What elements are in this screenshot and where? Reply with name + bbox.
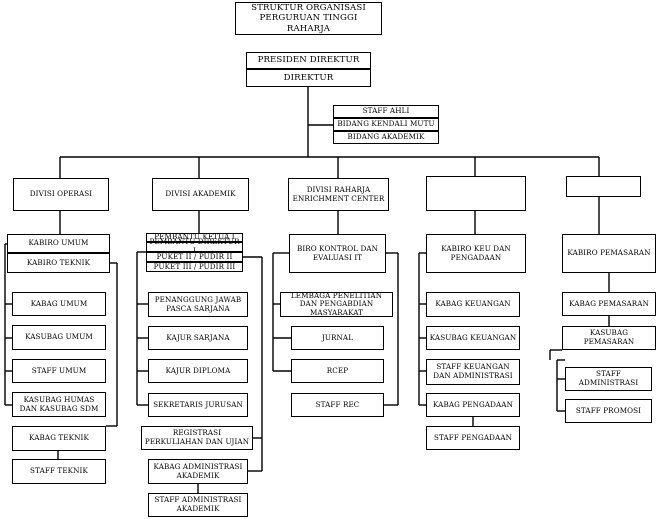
division-header-operasi: DIVISI OPERASI xyxy=(13,178,109,211)
box-kasubag-humas-sdm: KASUBAG HUMAS DAN KASUBAG SDM xyxy=(12,392,106,417)
title-line-1: STRUKTUR ORGANISASI xyxy=(251,3,366,14)
box-bidang-kendali-mutu: BIDANG KENDALI MUTU xyxy=(333,118,439,131)
box-puket-2: PUKET II / PUDIR II xyxy=(146,252,243,262)
box-pembantu-ketua-1: PEMBANTU KETUA I xyxy=(146,233,243,242)
box-staff-promosi: STAFF PROMOSI xyxy=(565,399,652,423)
box-kasubag-umum: KASUBAG UMUM xyxy=(12,325,106,350)
box-kabiro-keu-pengadaan: KABIRO KEU DAN PENGADAAN xyxy=(426,234,526,273)
box-kasubag-keuangan: KASUBAG KEUANGAN xyxy=(426,326,520,350)
box-kabag-pengadaan: KABAG PENGADAAN xyxy=(426,393,520,417)
box-sekretaris-jurusan: SEKRETARIS JURUSAN xyxy=(148,393,248,417)
box-kabiro-teknik: KABIRO TEKNIK xyxy=(7,253,110,273)
box-staff-rec: STAFF REC xyxy=(291,393,384,417)
box-lembaga-penelitian: LEMBAGA PENELITIAN DAN PENGABDIAN MASYAR… xyxy=(280,291,393,317)
box-kabiro-pemasaran: KABIRO PEMASARAN xyxy=(562,234,656,273)
box-staff-administrasi: STAFF ADMINISTRASI xyxy=(565,367,652,391)
box-staff-ahli: STAFF AHLI xyxy=(333,105,439,118)
box-direktur: DIREKTUR xyxy=(246,69,371,87)
box-kajur-sarjana: KAJUR SARJANA xyxy=(148,326,248,350)
box-staff-keuangan-administrasi: STAFF KEUANGAN DAN ADMINISTRASI xyxy=(426,359,520,385)
division-header-keuangan xyxy=(426,176,526,211)
box-staff-pengadaan: STAFF PENGADAAN xyxy=(426,426,520,450)
box-kabag-pemasaran: KABAG PEMASARAN xyxy=(562,292,656,316)
box-kabag-administrasi-akademik: KABAG ADMINISTRASI AKADEMIK xyxy=(148,459,248,484)
box-kabiro-umum: KABIRO UMUM xyxy=(7,234,110,253)
box-jurnal: JURNAL xyxy=(291,326,384,350)
box-registrasi-perkuliahan: REGISTRASI PERKULIAHAN DAN UJIAN xyxy=(141,426,253,450)
chart-title: STRUKTUR ORGANISASI PERGURUAN TINGGI RAH… xyxy=(235,2,382,35)
box-staff-administrasi-akademik: STAFF ADMINISTRASI AKADEMIK xyxy=(148,493,248,517)
box-staff-teknik: STAFF TEKNIK xyxy=(12,459,106,484)
title-line-2: PERGURUAN TINGGI RAHARJA xyxy=(259,13,358,34)
box-bidang-akademik: BIDANG AKADEMIK xyxy=(333,131,439,144)
box-rcep: RCEP xyxy=(291,359,384,383)
box-kabag-umum: KABAG UMUM xyxy=(12,292,106,316)
division-header-rec: DIVISI RAHARJA ENRICHMENT CENTER xyxy=(288,178,389,211)
division-header-akademik: DIVISI AKADEMIK xyxy=(152,178,249,211)
box-staff-umum: STAFF UMUM xyxy=(12,359,106,383)
box-kajur-diploma: KAJUR DIPLOMA xyxy=(148,359,248,383)
box-kabag-keuangan: KABAG KEUANGAN xyxy=(426,292,520,317)
box-puket-3: PUKET III / PUDIR III xyxy=(146,262,243,272)
box-kabag-teknik: KABAG TEKNIK xyxy=(12,426,106,451)
box-kasubag-pemasaran: KASUBAG PEMASARAN xyxy=(562,326,656,350)
box-biro-kontrol-evaluasi-it: BIRO KONTROL DAN EVALUASI IT xyxy=(289,234,386,273)
box-presiden-direktur: PRESIDEN DIREKTUR xyxy=(246,52,371,69)
division-header-pemasaran xyxy=(566,176,641,197)
box-pj-pasca-sarjana: PENANGGUNG JAWAB PASCA SARJANA xyxy=(148,292,248,317)
box-pembantu-direktur-1: PEMBANTU DIREKTUR I xyxy=(146,237,243,255)
